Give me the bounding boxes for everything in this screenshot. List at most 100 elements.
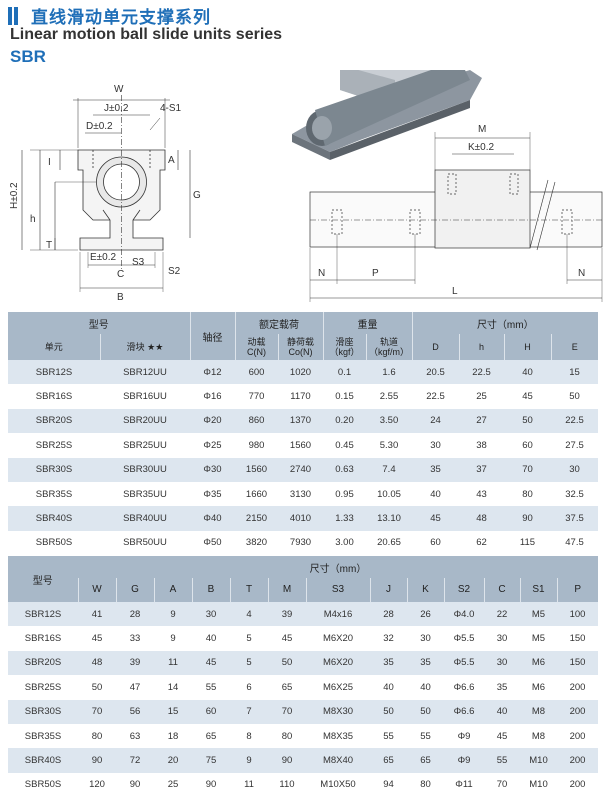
table-cell: M5: [520, 626, 557, 651]
table-cell: 55: [192, 675, 230, 700]
table-cell: 80: [78, 723, 116, 749]
table-cell: 56: [116, 699, 154, 724]
table-cell: 25: [154, 772, 192, 798]
table-cell: 28: [116, 602, 154, 627]
table-cell: 20.5: [412, 360, 459, 385]
dim-label-n-right: N: [578, 268, 585, 279]
table-cell: 200: [557, 723, 598, 749]
table-cell: M6: [520, 675, 557, 700]
table-cell: 0.20: [323, 408, 366, 434]
table-cell: 2.55: [366, 384, 412, 409]
table-cell: 40: [484, 699, 520, 724]
table-cell: 35: [484, 675, 520, 700]
table2-header-row1: 型号 尺寸（mm）: [8, 556, 598, 602]
table-cell: 90: [192, 772, 230, 798]
table-cell: Φ9: [444, 748, 484, 773]
table-cell: 45: [484, 723, 520, 749]
table-cell: 37: [459, 457, 504, 482]
table-cell: 110: [268, 772, 306, 798]
table1-header-shaft: 轴径: [189, 312, 235, 360]
table-cell: 33: [116, 626, 154, 651]
table-cell: 55: [484, 748, 520, 773]
table-cell: 50: [407, 699, 444, 724]
table-cell: Φ25: [190, 433, 235, 458]
table-cell: Φ12: [190, 360, 235, 385]
table-cell: SBR25S: [8, 675, 78, 700]
table-cell: SBR30S: [8, 699, 78, 724]
table-cell: 40: [407, 675, 444, 700]
table-cell: 7.4: [366, 457, 412, 482]
table-cell: 43: [459, 481, 504, 507]
dim-label-h: h: [30, 214, 36, 225]
dim-label-c: C: [117, 269, 124, 280]
table1-header-rail: 轨道（kgf/m）: [365, 334, 412, 360]
table-cell: 4: [230, 602, 268, 627]
table1-header-h: h: [458, 334, 504, 360]
dim-label-b: B: [117, 292, 124, 303]
table-cell: 45: [78, 626, 116, 651]
table-cell: 980: [235, 433, 278, 458]
table-cell: 90: [504, 506, 551, 531]
technical-drawings: W J±0.2 4-S1 D±0.2 I A G H±0.2 h T E±0.2…: [0, 70, 607, 305]
model-series: SBR: [10, 47, 46, 66]
table-cell: 60: [504, 433, 551, 458]
table-cell: 1.6: [366, 360, 412, 385]
table-cell: 1.33: [323, 506, 366, 531]
table-cell: 0.45: [323, 433, 366, 458]
table-cell: 7930: [278, 530, 323, 556]
table-cell: 100: [557, 602, 598, 627]
table-cell: 22: [484, 602, 520, 627]
drawings-svg: W J±0.2 4-S1 D±0.2 I A G H±0.2 h T E±0.2…: [9, 70, 603, 303]
table-cell: 75: [192, 748, 230, 773]
table-cell: M6X25: [306, 675, 370, 700]
table-cell: 47: [116, 675, 154, 700]
table-cell: 39: [268, 602, 306, 627]
table-cell: 0.1: [323, 360, 366, 385]
table1-header-slide: 滑座（kgf）: [322, 334, 366, 360]
table-cell: Φ35: [190, 481, 235, 507]
table-cell: 11: [154, 650, 192, 676]
table-cell: 27: [459, 408, 504, 434]
table-cell: M5: [520, 602, 557, 627]
table-cell: 70: [484, 772, 520, 798]
table-cell: SBR50UU: [100, 530, 190, 556]
table-cell: SBR25UU: [100, 433, 190, 458]
dim-label-hole: 4-S1: [160, 103, 182, 114]
table-cell: 18: [154, 723, 192, 749]
table2-column-header: S1: [519, 578, 557, 602]
table-cell: 55: [370, 723, 407, 749]
table-cell: 50: [268, 650, 306, 676]
table-cell: 770: [235, 384, 278, 409]
title-english: Linear motion ball slide units series: [10, 26, 283, 43]
table-cell: SBR30S: [8, 457, 100, 482]
table-cell: SBR16UU: [100, 384, 190, 409]
table-cell: Φ50: [190, 530, 235, 556]
dim-label-t: T: [46, 240, 52, 251]
table-cell: 70: [78, 699, 116, 724]
table-cell: 22.5: [551, 408, 599, 434]
table-cell: M8X40: [306, 748, 370, 773]
table-cell: 55: [407, 723, 444, 749]
table-cell: Φ9: [444, 723, 484, 749]
table-cell: 48: [78, 650, 116, 676]
table-cell: 0.95: [323, 481, 366, 507]
dim-label-m: M: [478, 124, 486, 135]
table-cell: 150: [557, 650, 598, 676]
table-cell: 9: [154, 602, 192, 627]
table-cell: SBR25S: [8, 433, 100, 458]
dim-label-g: G: [193, 190, 201, 201]
dim-label-i: I: [48, 157, 51, 168]
table-cell: 3.00: [323, 530, 366, 556]
table-cell: 200: [557, 772, 598, 798]
table2-column-header: B: [191, 578, 230, 602]
table2-column-header: M: [267, 578, 306, 602]
table2-column-header: P: [556, 578, 598, 602]
table-cell: 65: [407, 748, 444, 773]
